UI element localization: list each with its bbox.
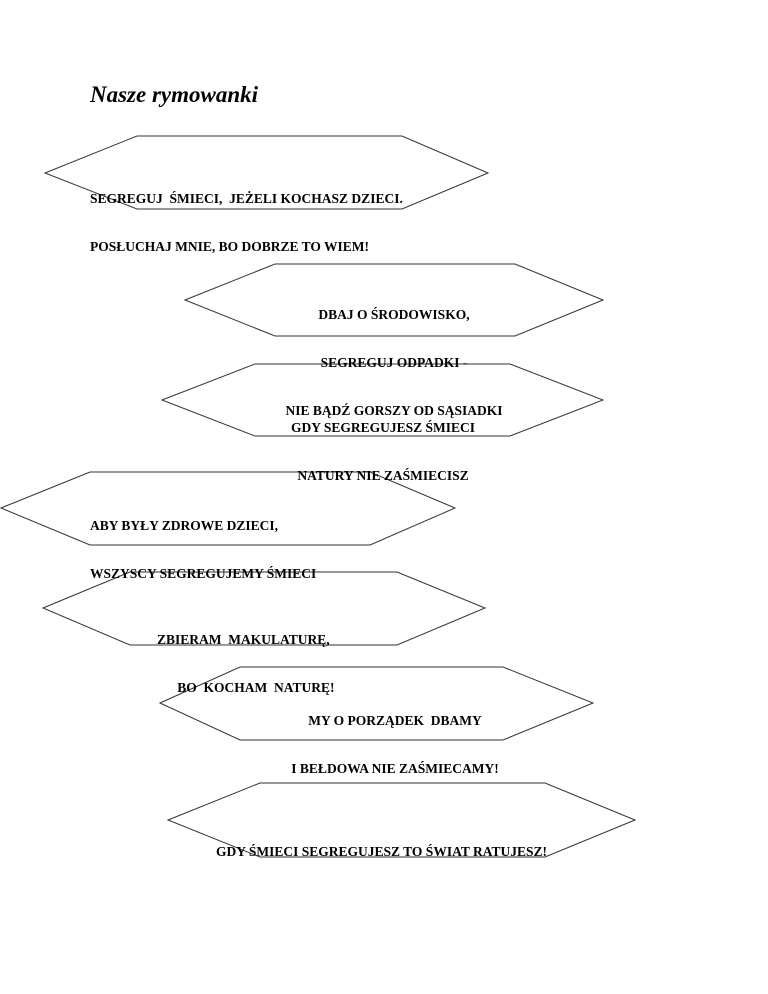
hexagon-5 <box>41 571 487 646</box>
rhyme-2: DBAJ O ŚRODOWISKO, SEGREGUJ ODPADKI - NI… <box>244 275 544 435</box>
rhyme-line: POSŁUCHAJ MNIE, BO DOBRZE TO WIEM! <box>90 239 370 254</box>
rhyme-line: WSZYSCY SEGREGUJEMY ŚMIECI <box>90 566 317 581</box>
rhyme-line: BO KOCHAM NATURĘ! <box>157 680 335 695</box>
rhyme-line: NIE BĄDŹ GORSZY OD SĄSIADKI <box>285 403 503 418</box>
rhyme-5: ZBIERAM MAKULATURĘ, BO KOCHAM NATURĘ! <box>157 600 335 712</box>
rhyme-line: SEGREGUJ ODPADKI - <box>320 355 468 370</box>
rhyme-line: ZBIERAM MAKULATURĘ, <box>157 632 330 647</box>
hexagon-6 <box>158 666 595 741</box>
hexagon-1 <box>43 135 490 210</box>
rhyme-line: ABY BYŁY ZDROWE DZIECI, <box>90 518 279 533</box>
rhyme-line: GDY ŚMIECI SEGREGUJESZ TO ŚWIAT RATUJESZ… <box>216 844 547 859</box>
rhyme-line: DBAJ O ŚRODOWISKO, <box>318 307 470 322</box>
hexagon-7 <box>166 782 637 858</box>
hexagon-3 <box>160 363 605 437</box>
rhyme-4: ABY BYŁY ZDROWE DZIECI, WSZYSCY SEGREGUJ… <box>90 486 316 598</box>
rhyme-line: I BEŁDOWA NIE ZAŚMIECAMY! <box>291 761 499 776</box>
rhyme-line: MY O PORZĄDEK DBAMY <box>308 713 482 728</box>
rhyme-7: GDY ŚMIECI SEGREGUJESZ TO ŚWIAT RATUJESZ… <box>216 812 547 876</box>
rhyme-3: GDY SEGREGUJESZ ŚMIECI NATURY NIE ZAŚMIE… <box>233 388 533 500</box>
hexagon-4 <box>0 471 457 546</box>
rhyme-line: SEGREGUJ ŚMIECI, JEŻELI KOCHASZ DZIECI. <box>90 191 403 206</box>
rhyme-line: GDY SEGREGUJESZ ŚMIECI <box>290 420 476 435</box>
rhyme-1: SEGREGUJ ŚMIECI, JEŻELI KOCHASZ DZIECI. … <box>90 159 403 271</box>
hexagon-2 <box>183 263 605 337</box>
rhyme-line: NATURY NIE ZAŚMIECISZ <box>297 468 469 483</box>
rhyme-6: MY O PORZĄDEK DBAMY I BEŁDOWA NIE ZAŚMIE… <box>245 681 545 793</box>
page-title: Nasze rymowanki <box>90 82 259 107</box>
